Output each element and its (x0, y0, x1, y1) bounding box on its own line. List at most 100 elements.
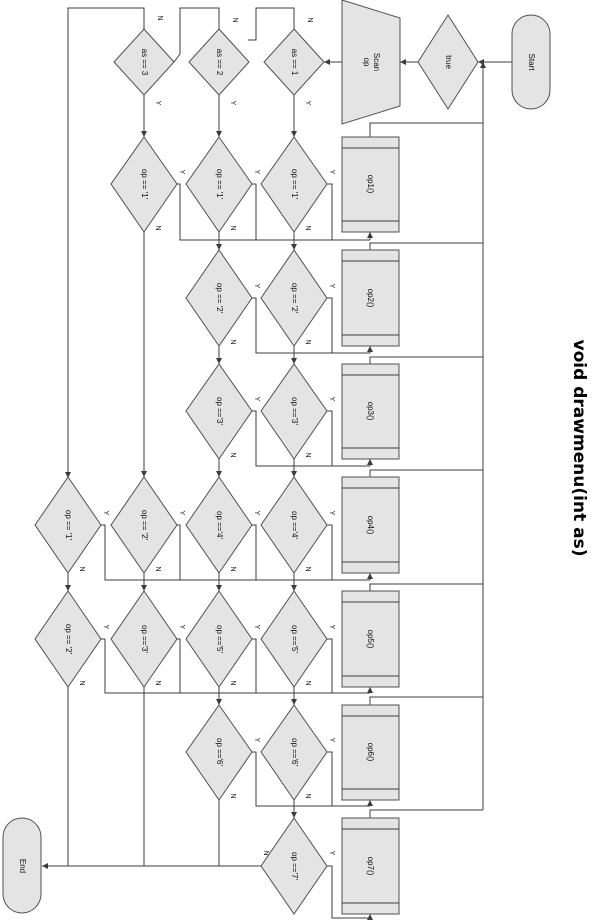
svg-text:N: N (78, 566, 85, 571)
decision-as2-op4: op =='4' (185, 476, 253, 574)
process-op4: op4() (341, 476, 400, 574)
decision-as3-op2: op == '2' (110, 476, 178, 574)
decision-as2-op6: op =='6' (185, 704, 253, 801)
svg-text:N: N (229, 680, 236, 685)
svg-text:op =='3': op =='3' (290, 397, 299, 425)
svg-text:Y: Y (253, 625, 260, 630)
svg-text:Y: Y (328, 170, 335, 175)
decision-as2-op5: op =='5' (185, 590, 253, 688)
svg-text:Y: Y (102, 511, 109, 516)
decision-b-op1: op == '1' (34, 476, 102, 574)
process-op5: op5() (341, 590, 400, 688)
svg-text:Y: Y (178, 170, 185, 175)
svg-text:N: N (229, 452, 236, 457)
svg-text:N: N (229, 793, 236, 798)
svg-text:N: N (304, 339, 311, 344)
edge-as3-no (65, 7, 145, 478)
svg-text:op == '1': op == '1' (290, 169, 299, 200)
svg-text:as == 2: as == 2 (215, 49, 224, 76)
edge-labels: N N N Y Y Y Y N Y N Y N Y N Y N Y N Y N … (78, 15, 335, 855)
svg-text:as == 1: as == 1 (290, 49, 299, 76)
svg-text:N: N (78, 680, 85, 685)
decision-as3-op3: op =='3' (110, 590, 178, 688)
svg-text:N: N (154, 680, 161, 685)
svg-text:Y: Y (328, 511, 335, 516)
end-label: End (18, 859, 27, 873)
decision-as3-op1: op == '1' (110, 136, 178, 233)
start-terminal: Start (511, 14, 551, 110)
svg-text:Y: Y (253, 397, 260, 402)
svg-text:op == '2': op == '2' (215, 283, 224, 314)
svg-text:N: N (229, 566, 236, 571)
svg-text:op2(): op2() (366, 289, 375, 308)
svg-text:op == '2': op == '2' (290, 283, 299, 314)
svg-text:Y: Y (328, 851, 335, 856)
process-op3: op3() (341, 363, 400, 460)
svg-text:op == '2': op == '2' (140, 510, 149, 541)
decision-op7: op =='7' (260, 817, 328, 915)
decision-as3: as == 3 (113, 28, 175, 96)
label-as3-no: N (156, 15, 163, 20)
svg-text:Y: Y (178, 511, 185, 516)
label-as2-no: N (231, 17, 238, 22)
svg-text:op == '1': op == '1' (140, 169, 149, 200)
svg-text:op5(): op5() (366, 630, 375, 649)
decision-as1-op3: op =='3' (260, 363, 328, 460)
decision-as2-op3: op =='3' (185, 363, 253, 460)
label-as1-no: N (306, 17, 313, 22)
svg-text:N: N (304, 225, 311, 230)
process-op1: op1() (341, 136, 400, 233)
svg-text:Y: Y (253, 170, 260, 175)
svg-text:op == '1': op == '1' (215, 169, 224, 200)
decision-b-op2: op == '2' (34, 590, 102, 688)
scan-input: Scan op (341, 0, 401, 125)
end-terminal: End (2, 817, 42, 914)
svg-text:N: N (154, 566, 161, 571)
svg-text:Y: Y (178, 625, 185, 630)
decision-as1-op4: op =='4' (260, 476, 328, 574)
decision-as2-op1: op == '1' (185, 136, 253, 233)
svg-text:N: N (304, 680, 311, 685)
decision-as1-op5: op =='5' (260, 590, 328, 688)
svg-text:op =='5': op =='5' (215, 625, 224, 653)
nodes: Start true Scan op as == 1 as == 2 as ==… (2, 0, 551, 915)
svg-text:N: N (229, 225, 236, 230)
edge-as1-no (248, 7, 295, 41)
decision-as1-op1: op == '1' (260, 136, 328, 233)
svg-text:op =='6': op =='6' (215, 738, 224, 766)
svg-text:Y: Y (328, 738, 335, 743)
svg-text:op == '1': op == '1' (64, 510, 73, 541)
svg-text:op =='4': op =='4' (215, 511, 224, 539)
edge-as2-no (173, 7, 220, 63)
svg-text:N: N (229, 339, 236, 344)
process-op7: op7() (341, 817, 400, 915)
scan-label-line1: Scan (372, 53, 381, 71)
svg-text:op3(): op3() (366, 402, 375, 421)
svg-text:N: N (304, 566, 311, 571)
svg-text:Y: Y (253, 284, 260, 289)
decision-as2-op2: op == '2' (185, 249, 253, 347)
svg-text:op =='3': op =='3' (140, 625, 149, 653)
svg-text:op =='6': op =='6' (290, 738, 299, 766)
svg-text:N: N (304, 452, 311, 457)
scan-label-line2: op (362, 58, 371, 67)
connectors (42, 7, 512, 920)
svg-text:op =='3': op =='3' (215, 397, 224, 425)
svg-text:N: N (262, 850, 269, 855)
svg-text:op6(): op6() (366, 743, 375, 762)
label-as1-yes: Y (304, 101, 311, 106)
svg-text:Y: Y (253, 738, 260, 743)
svg-text:op1(): op1() (366, 175, 375, 194)
label-as2-yes: Y (229, 101, 236, 106)
svg-text:N: N (154, 225, 161, 230)
svg-text:Y: Y (328, 284, 335, 289)
decision-as1-op2: op == '2' (260, 249, 328, 347)
svg-text:Y: Y (253, 511, 260, 516)
svg-text:Y: Y (328, 397, 335, 402)
true-decision: true (417, 14, 479, 110)
start-label: Start (527, 54, 536, 72)
svg-text:Y: Y (102, 625, 109, 630)
process-op2: op2() (341, 249, 400, 347)
svg-text:op == '2': op == '2' (64, 624, 73, 655)
svg-text:as == 3: as == 3 (140, 49, 149, 76)
